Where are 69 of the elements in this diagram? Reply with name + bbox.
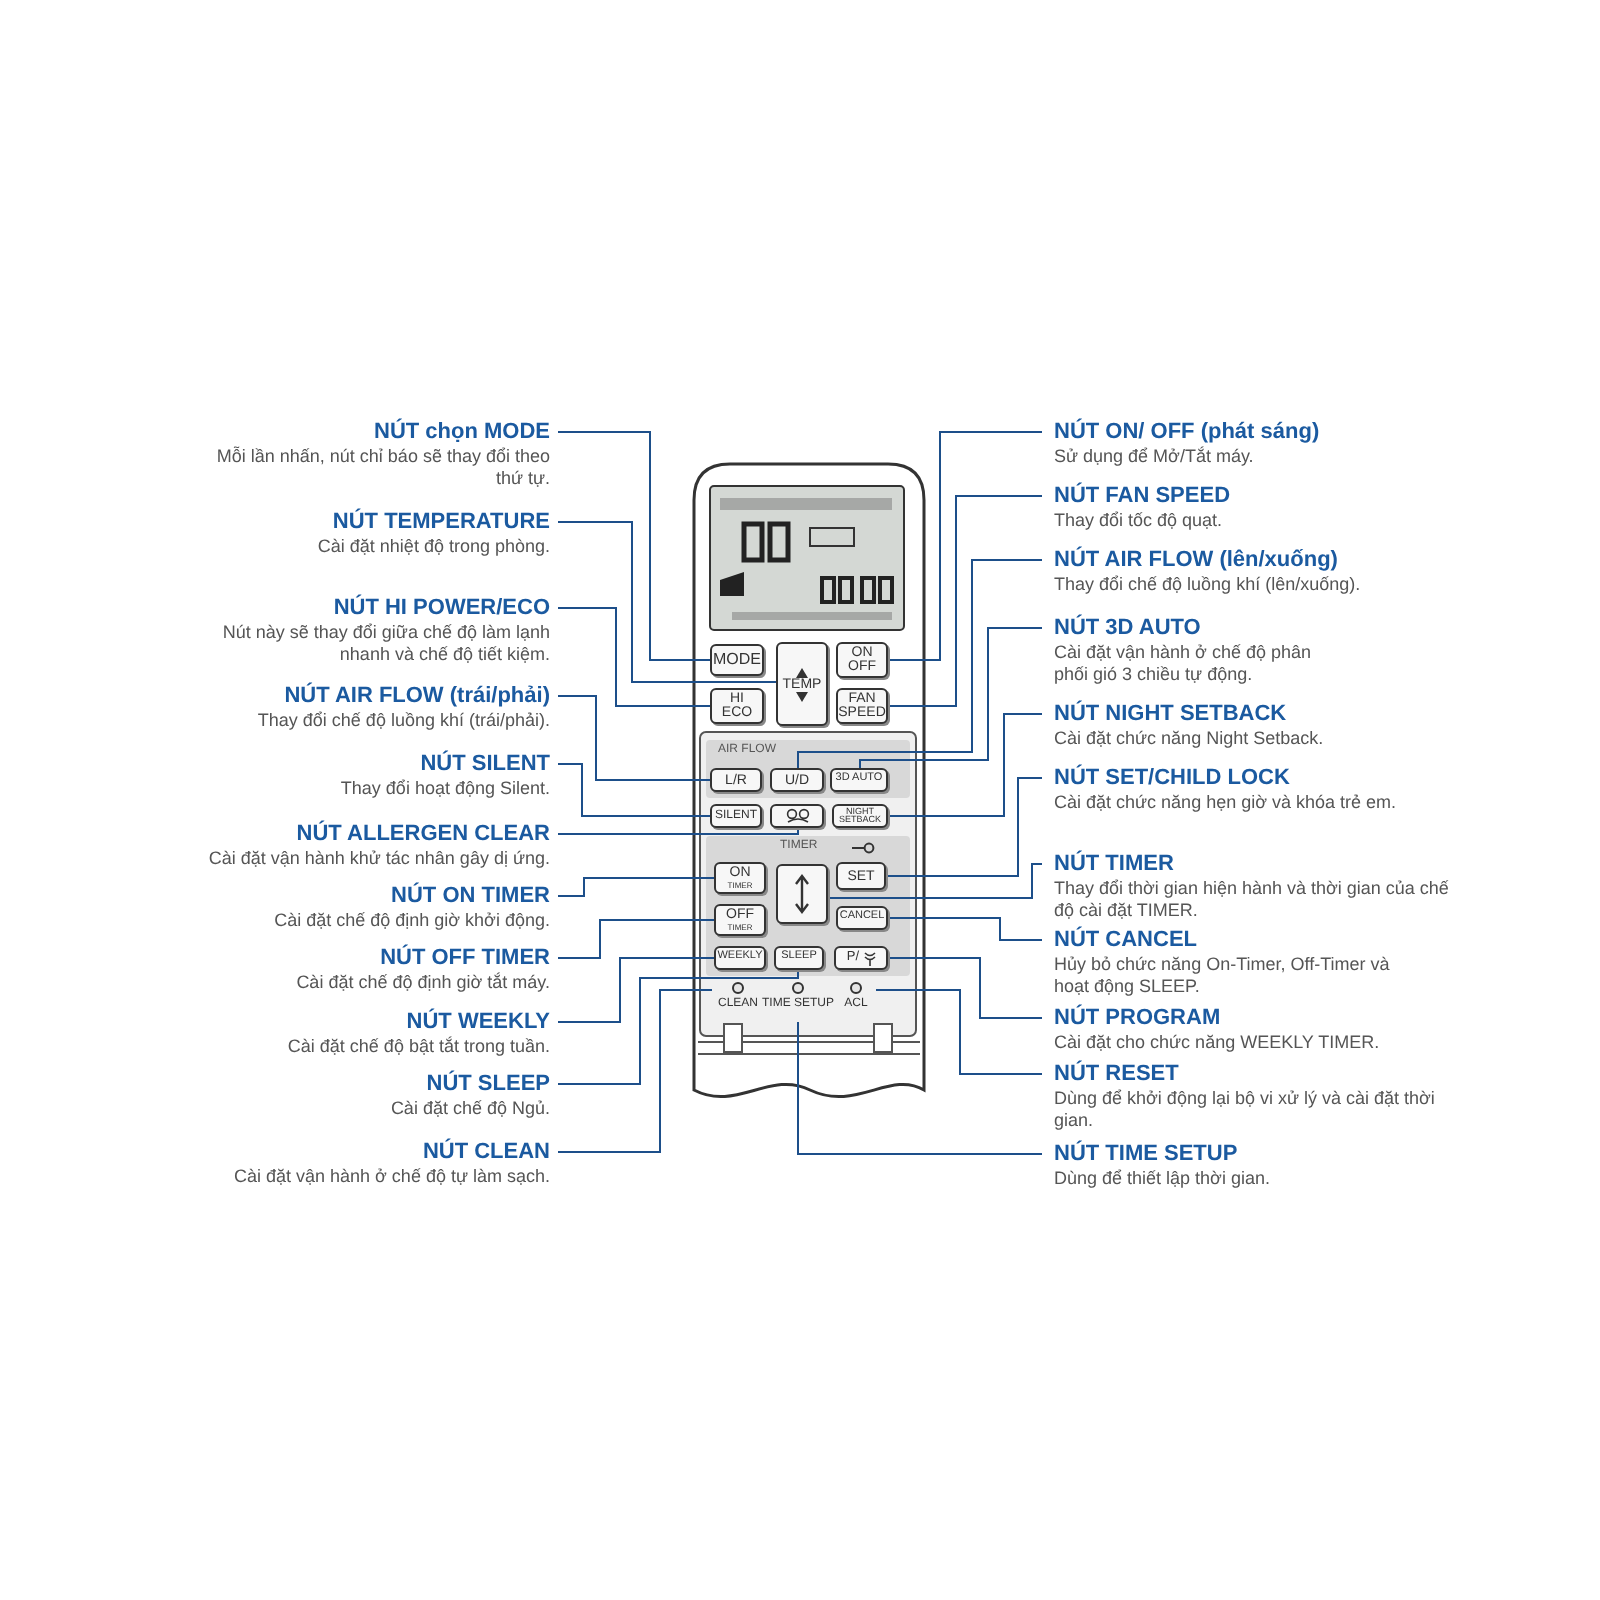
leader-line [887, 431, 1043, 661]
callout-description: Cài đặt cho chức năng WEEKLY TIMER. [1054, 1032, 1382, 1054]
callout-description: Sử dụng để Mở/Tắt máy. [1054, 446, 1256, 468]
callout-title: NÚT SET/CHILD LOCK [1054, 764, 1292, 792]
callout-title: NÚT CANCEL [1054, 926, 1199, 954]
leader-line [887, 713, 1043, 817]
callout-description: Cài đặt vận hành ở chế độ phân phối gió 3 chiều tự động. [1054, 642, 1312, 686]
callout-title: NÚT OFF TIMER [378, 944, 550, 972]
callout-title: NÚT HI POWER/ECO [331, 594, 550, 622]
callout-title: NÚT PROGRAM [1054, 1004, 1223, 1032]
callout-title: NÚT SLEEP [424, 1070, 550, 1098]
callout-description: Cài đặt chế độ bật tắt trong tuần. [285, 1036, 550, 1058]
callout-title: NÚT 3D AUTO [1054, 614, 1203, 642]
leader-line [887, 917, 1043, 941]
callout-title: NÚT TIMER [1054, 850, 1176, 878]
leader-line [557, 957, 715, 1023]
callout-title: NÚT ON TIMER [389, 882, 550, 910]
callout-title: NÚT CLEAN [420, 1138, 550, 1166]
callout-description: Cài đặt chế độ Ngủ. [388, 1098, 550, 1120]
callout-description: Thay đổi thời gian hiện hành và thời gian của chế độ cài đặt TIMER. [1054, 878, 1451, 922]
leader-line [557, 521, 777, 683]
callout-description: Cài đặt vận hành ở chế độ tự làm sạch. [231, 1166, 550, 1188]
leader-line [887, 957, 1043, 1019]
callout-description: Cài đặt vận hành khử tác nhân gây dị ứng. [206, 848, 550, 870]
callout-description: Dùng để thiết lập thời gian. [1054, 1168, 1272, 1190]
callout-title: NÚT chọn MODE [372, 418, 550, 446]
callout-title: NÚT ALLERGEN CLEAR [294, 820, 550, 848]
callout-description: Cài đặt chức năng hẹn giờ và khóa trẻ em. [1054, 792, 1399, 814]
leader-line [557, 431, 711, 661]
callout-title: NÚT WEEKLY [404, 1008, 550, 1036]
callout-description: Thay đổi hoạt động Silent. [338, 778, 550, 800]
leader-line [557, 695, 711, 781]
callout-title: NÚT TIME SETUP [1054, 1140, 1240, 1168]
leader-line [557, 827, 799, 835]
remote-button: MODE [710, 644, 764, 676]
leader-line [557, 989, 713, 1153]
leader-line [557, 763, 711, 817]
leader-line [797, 1021, 1043, 1155]
callout-title: NÚT SILENT [418, 750, 550, 778]
leader-line [885, 777, 1043, 877]
callout-title: NÚT AIR FLOW (lên/xuống) [1054, 546, 1340, 574]
callout-description: Dùng để khởi động lại bộ vi xử lý và cài đặt thời gian. [1054, 1088, 1437, 1132]
callout-description: Cài đặt nhiệt độ trong phòng. [315, 536, 550, 558]
allergen-clear-button [770, 804, 824, 828]
callout-title: NÚT RESET [1054, 1060, 1181, 1088]
callout-title: NÚT ON/ OFF (phát sáng) [1054, 418, 1322, 446]
callout-description: Nút này sẽ thay đổi giữa chế độ làm lạnh nhanh và chế độ tiết kiệm. [220, 622, 550, 666]
callout-description: Cài đặt chế độ định giờ tắt máy. [294, 972, 550, 994]
leader-line [797, 559, 1043, 769]
callout-description: Hủy bỏ chức năng On-Timer, Off-Timer và hoạt động SLEEP. [1054, 954, 1392, 998]
callout-title: NÚT TEMPERATURE [330, 508, 550, 536]
callout-description: Thay đổi chế độ luồng khí (trái/phải). [255, 710, 550, 732]
callout-description: Cài đặt chức năng Night Setback. [1054, 728, 1326, 750]
callout-description: Thay đổi chế độ luồng khí (lên/xuống). [1054, 574, 1363, 596]
callout-title: NÚT AIR FLOW (trái/phải) [282, 682, 550, 710]
leader-line [557, 969, 799, 1085]
callout-title: NÚT FAN SPEED [1054, 482, 1233, 510]
callout-description: Thay đổi tốc độ quạt. [1054, 510, 1225, 532]
leader-line [859, 627, 1043, 769]
callout-description: Mỗi lần nhấn, nút chỉ báo sẽ thay đổi theo thứ tự. [214, 446, 550, 490]
callout-title: NÚT NIGHT SETBACK [1054, 700, 1289, 728]
leader-line [875, 989, 1043, 1075]
leader-line [557, 607, 711, 707]
leader-line [557, 919, 715, 959]
timer-adjust-button [776, 864, 828, 924]
callout-description: Cài đặt chế độ định giờ khởi động. [272, 910, 550, 932]
leader-line [887, 495, 1043, 707]
leader-line [827, 863, 1043, 899]
leader-line [557, 877, 715, 897]
